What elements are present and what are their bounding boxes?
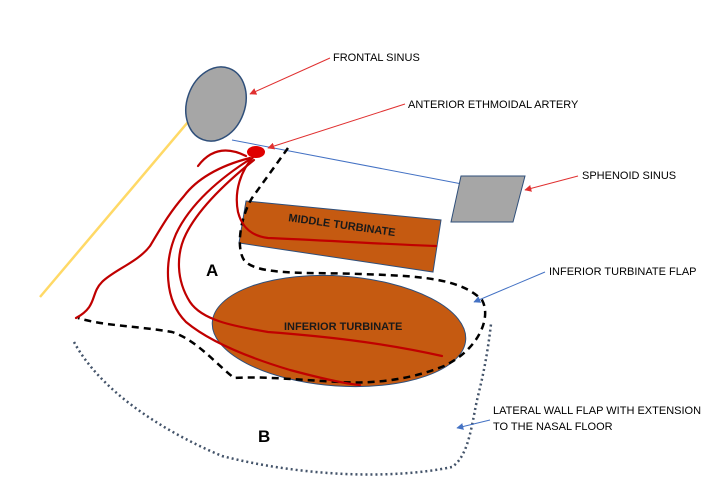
label-marker-a: A [206,261,218,280]
label-frontal-sinus: FRONTAL SINUS [333,52,420,64]
sphenoid-sinus-shape [450,175,526,223]
label-inferior-turbinate: INFERIOR TURBINATE [284,321,402,333]
artery-origin-dot [247,146,265,158]
artery-branch-inferior-upper [177,158,444,358]
artery-branch-short [196,149,248,168]
label-inferior-turbinate-flap: INFERIOR TURBINATE FLAP [549,266,697,278]
inferior-turbinate-flap-outline [77,147,487,384]
lateral-wall-flap-outline [72,323,493,476]
artery-branch-lateral [74,156,252,320]
guide-line [39,121,189,298]
lateral-wall-flap-arrow [456,419,491,430]
middle-turbinate-shape [238,200,442,273]
label-sphenoid-sinus: SPHENOID SINUS [582,170,676,182]
inferior-turbinate-flap-arrow [473,271,546,303]
label-marker-b: B [258,427,270,446]
artery-branch-inferior-lower [166,156,362,387]
sphenoid-sinus-arrow [524,175,579,192]
artery-branch-middle-turbinate [235,152,438,248]
label-anterior-ethmoidal-artery: ANTERIOR ETHMOIDAL ARTERY [408,99,579,111]
anterior-ethmoidal-artery-arrow [267,103,406,150]
inferior-turbinate-shape [211,274,467,388]
label-lateral-wall-flap-line2: TO THE NASAL FLOOR [493,421,613,433]
frontal-sinus-shape [185,66,247,142]
artery-branches [74,149,444,387]
frontal-sinus-arrow [249,57,331,95]
label-lateral-wall-flap-line1: LATERAL WALL FLAP WITH EXTENSION [493,405,701,417]
